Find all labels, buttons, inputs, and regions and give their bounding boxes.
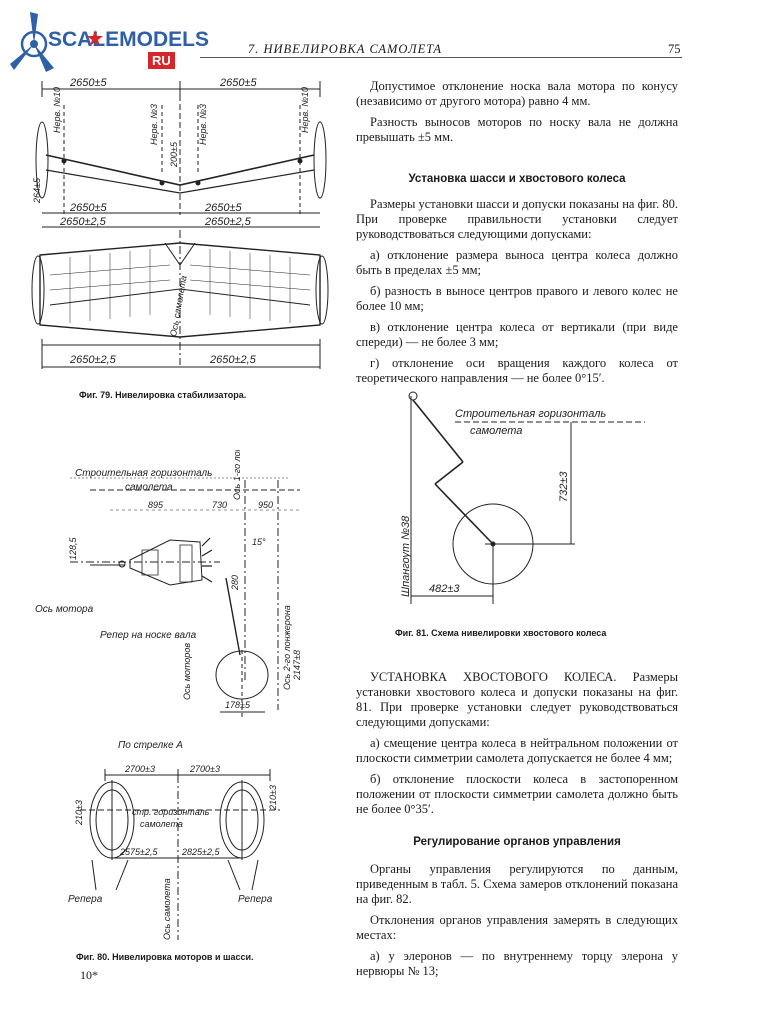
list-item: б) отклонение плоскости колеса в застопо… xyxy=(356,772,678,816)
figure-80-caption: Фиг. 80. Нивелировка моторов и шасси. xyxy=(76,952,254,962)
dim-mid-right: 2650±5 xyxy=(204,202,243,214)
motor-axis-label: Ось моторов xyxy=(182,643,192,700)
figure-80-drawing: Строительная горизонталь самолета Ось 1-… xyxy=(35,450,302,940)
engine-axis-label: Ось мотора xyxy=(35,604,94,615)
star-icon xyxy=(87,30,103,46)
paragraph: Разность выносов моторов по носку вала н… xyxy=(356,115,678,144)
figure-79-drawing: 2650±5 2650±5 2650±5 2650±5 2650±2,5 265… xyxy=(31,77,329,369)
dim-482: 482±3 xyxy=(429,583,460,595)
dim-280: 280 xyxy=(230,575,240,591)
dim-178: 178±5 xyxy=(225,700,251,710)
axis-label-79: Ось самолета xyxy=(168,275,189,337)
header-rule xyxy=(200,57,682,58)
text-column-gear: Размеры установки шасси и допуски показа… xyxy=(356,197,678,392)
list-item: а) у элеронов — по внутреннему торцу эле… xyxy=(356,949,678,978)
dim-top-left: 2650±5 xyxy=(69,77,108,89)
dim-side: 264±5 xyxy=(32,177,42,204)
aircraft-axis-label: Ось самолета xyxy=(162,878,172,940)
dim-angle: 15° xyxy=(252,537,266,547)
dim-895: 895 xyxy=(148,500,164,510)
list-item: а) смещение центра колеса в нейтральном … xyxy=(356,736,678,765)
dim-2700-left: 2700±3 xyxy=(124,764,155,774)
frame-label: Шпангоут №38 xyxy=(400,515,412,597)
reper-label: Репер на носке вала xyxy=(100,630,197,641)
dim-mid-left: 2650±5 xyxy=(69,202,108,214)
dim-732: 732±3 xyxy=(558,471,570,502)
figure-81-drawing: Строительная горизонталь самолета Шпанго… xyxy=(400,391,645,604)
text-column-upper: Допустимое отклонение носка вала мотора … xyxy=(356,79,678,151)
dim-bottom-left: 2650±2,5 xyxy=(69,354,117,366)
text-column-lower: УСТАНОВКА ХВОСТОВОГО КОЛЕСА. Размеры уст… xyxy=(356,670,678,823)
axis-spar-2: Ось 2-го лонжерона xyxy=(282,605,292,690)
list-item: а) отклонение размера выноса центра коле… xyxy=(356,248,678,277)
signature-mark: 10* xyxy=(80,968,98,982)
paragraph: Отклонения органов управления замерять в… xyxy=(356,913,678,942)
figure-79-caption: Фиг. 79. Нивелировка стабилизатора. xyxy=(79,390,247,400)
site-logo: SCALEMODELS RU xyxy=(10,8,209,80)
paragraph: Органы управления регулируются по данным… xyxy=(356,862,678,906)
dim-950: 950 xyxy=(258,500,273,510)
dim-730: 730 xyxy=(212,500,227,510)
horizon-label-1: Строительная горизонталь xyxy=(75,468,212,479)
dim-2700-right: 2700±3 xyxy=(189,764,220,774)
reper-left-label: Репера xyxy=(68,894,103,905)
horizon-81-1: Строительная горизонталь xyxy=(455,408,606,420)
dim-center: 200±5 xyxy=(169,141,179,168)
view-label: По стрелке А xyxy=(118,740,183,751)
list-item: б) разность в выносе центров правого и л… xyxy=(356,284,678,313)
reper-right-label: Репера xyxy=(238,894,273,905)
rib-label-1: Нерв. №10 xyxy=(52,87,62,133)
logo-ru: RU xyxy=(148,52,175,69)
rib-label-4: Нерв. №10 xyxy=(300,87,310,133)
rib-label-3: Нерв. №3 xyxy=(198,104,208,145)
dim-stab-right: 2650±2,5 xyxy=(204,216,252,228)
horizon-81-2: самолета xyxy=(470,425,522,437)
paragraph: Допустимое отклонение носка вала мотора … xyxy=(356,79,678,108)
horizon-label-2: самолета xyxy=(125,482,173,493)
list-item: в) отклонение центра колеса от вертикали… xyxy=(356,320,678,349)
list-item: г) отклонение оси вращения каждого колес… xyxy=(356,356,678,385)
running-header: 7. НИВЕЛИРОВКА САМОЛЕТА xyxy=(248,42,443,56)
section-heading: Регулирование органов управления xyxy=(413,836,621,848)
dim-2825: 2825±2,5 xyxy=(181,847,220,857)
dim-2575: 2575±2,5 xyxy=(119,847,158,857)
figure-81-caption: Фиг. 81. Схема нивелировки хвостового ко… xyxy=(395,628,607,638)
dim-210-right: 210±3 xyxy=(268,785,278,811)
paragraph: УСТАНОВКА ХВОСТОВОГО КОЛЕСА. Размеры уст… xyxy=(356,670,678,729)
text-column-controls: Органы управления регулируются по данным… xyxy=(356,862,678,985)
dim-top-right: 2650±5 xyxy=(219,77,258,89)
section-heading: Установка шасси и хвостового колеса xyxy=(408,173,626,185)
logo-text: SCALEMODELS xyxy=(48,28,210,51)
page-number: 75 xyxy=(668,42,681,56)
dim-stab-left: 2650±2,5 xyxy=(59,216,107,228)
horizon2b-label: самолета xyxy=(140,819,183,829)
horizon2-label: стр. горизонталь xyxy=(132,807,210,817)
dim-210-left: 210±3 xyxy=(74,800,84,826)
paragraph: Размеры установки шасси и допуски показа… xyxy=(356,197,678,241)
axis-spar-1: Ось 1-го лонжерона xyxy=(232,450,242,500)
rib-label-2: Нерв. №3 xyxy=(149,104,159,145)
dim-2147: 2147±8 xyxy=(292,650,302,681)
dim-128: 128,5 xyxy=(68,536,78,560)
dim-bottom-right: 2650±2,5 xyxy=(209,354,257,366)
propeller-logo-icon xyxy=(10,12,54,72)
